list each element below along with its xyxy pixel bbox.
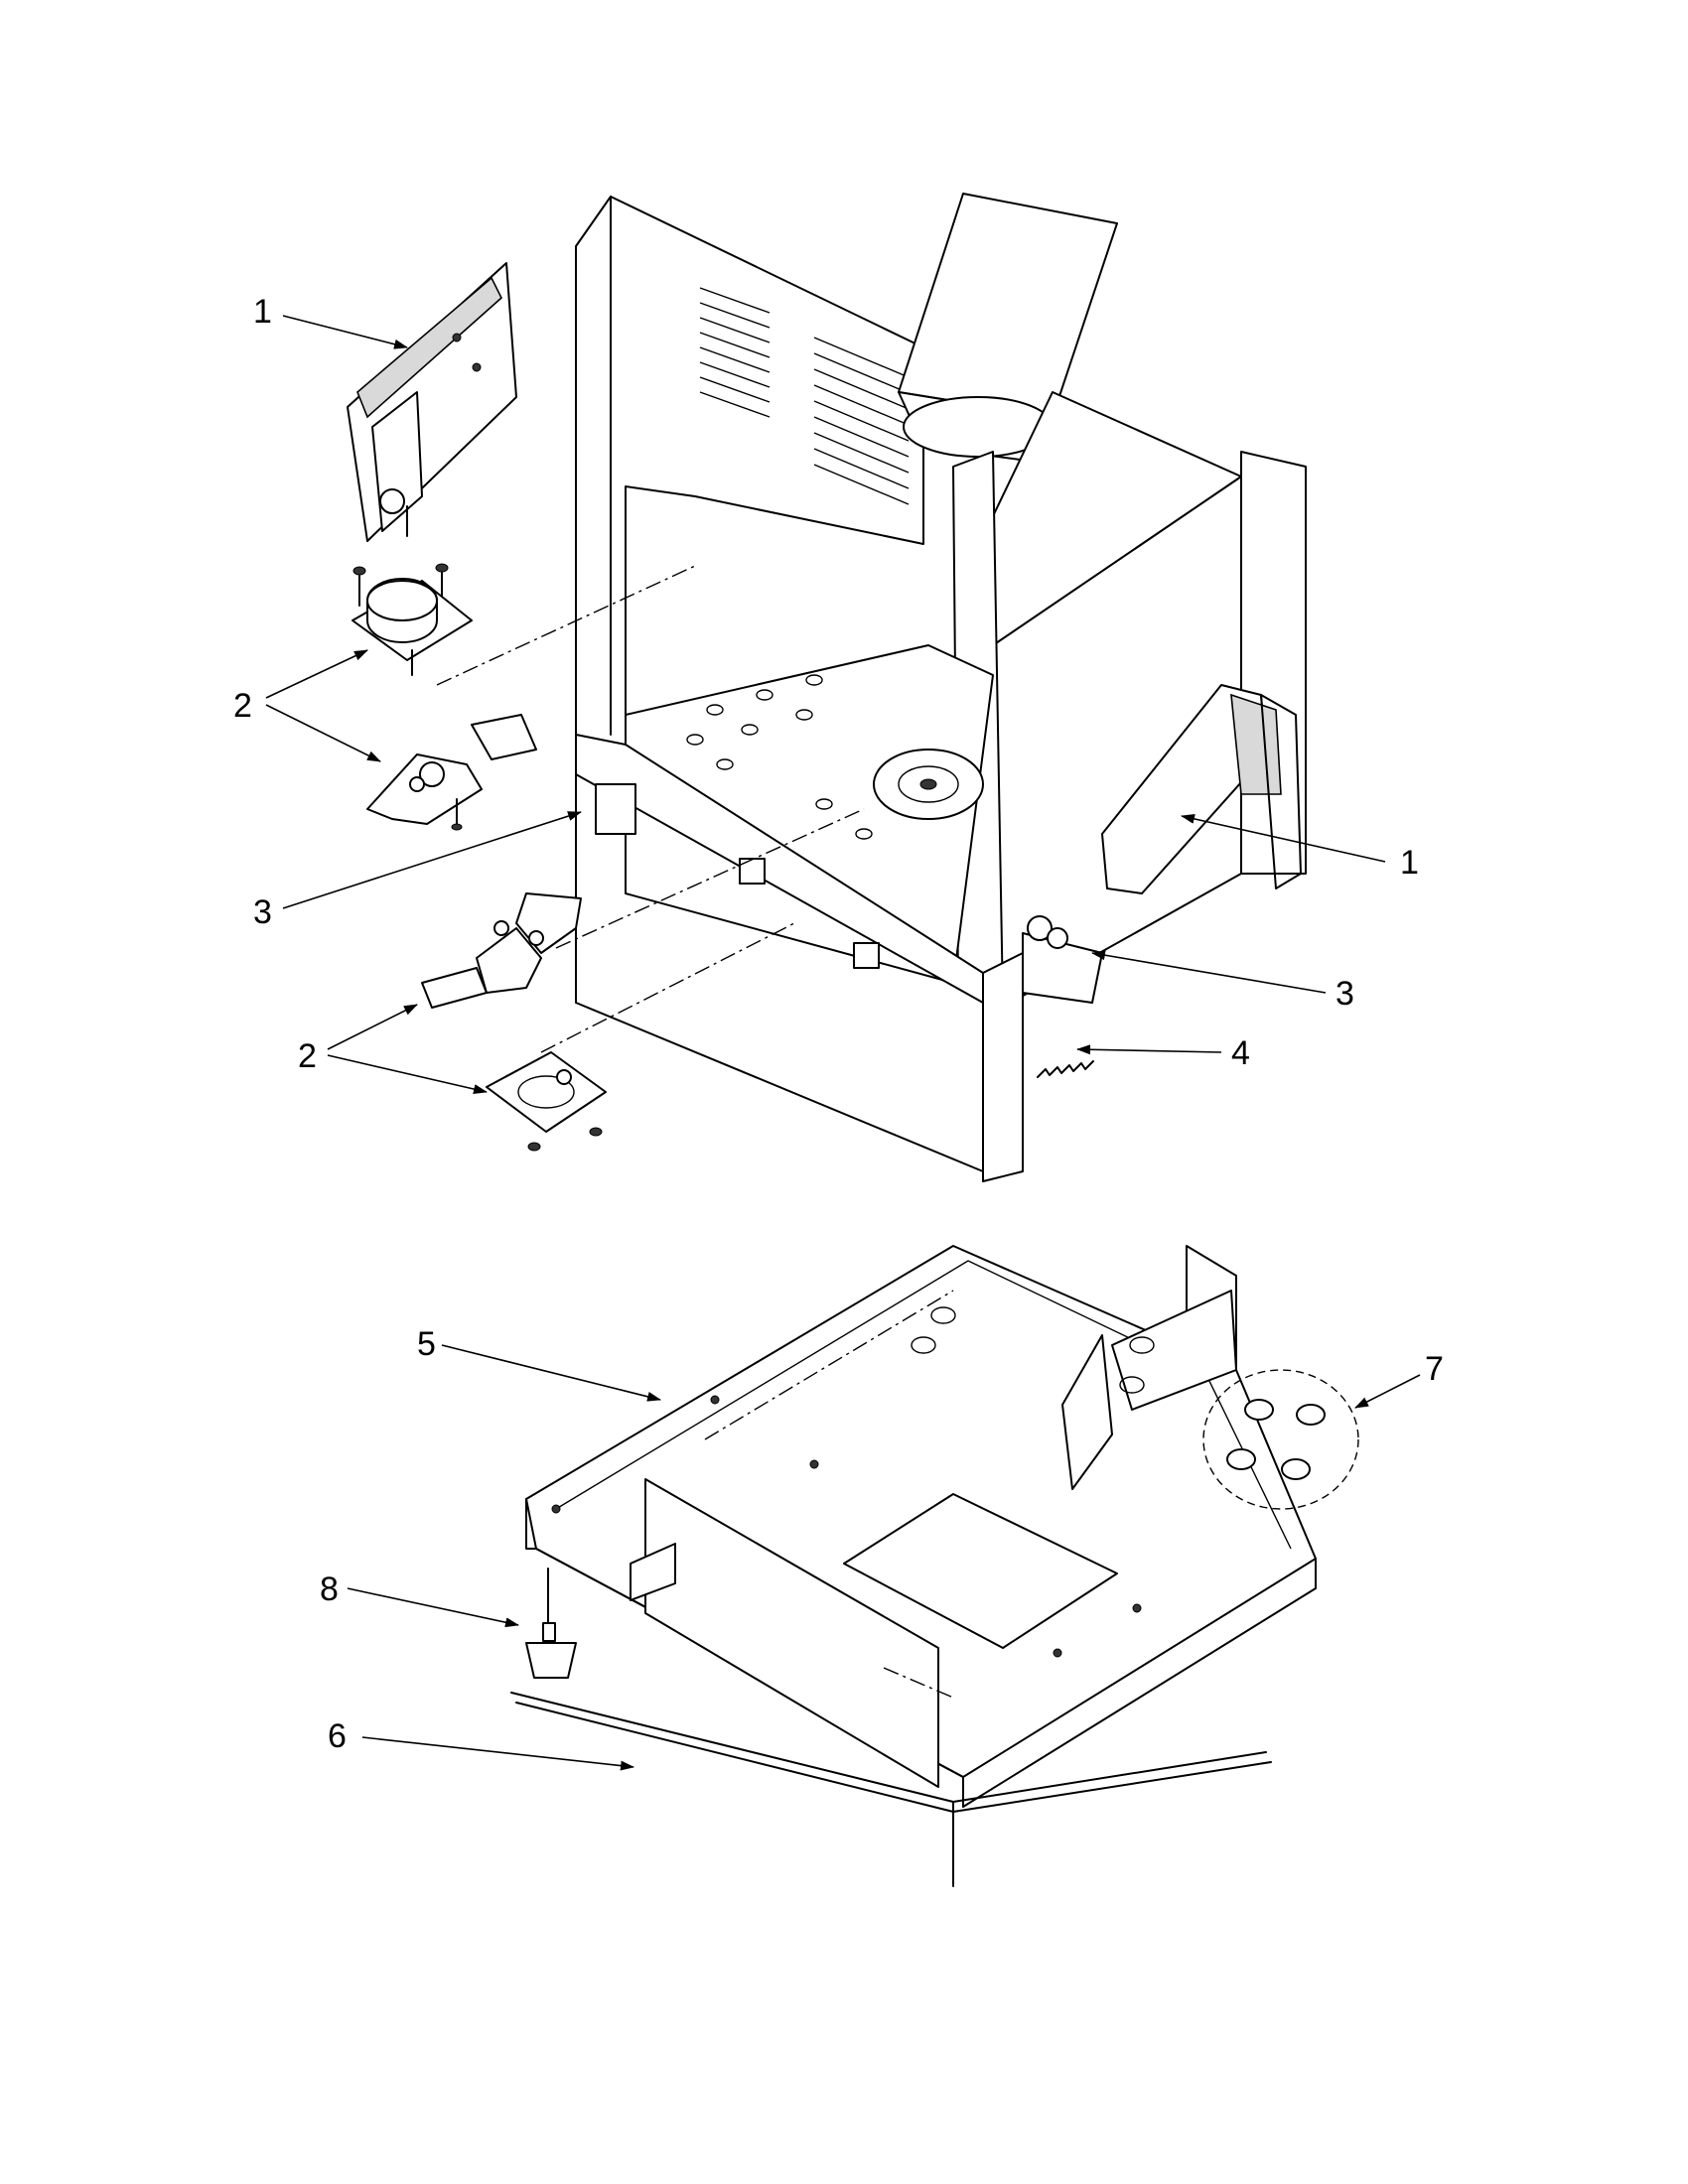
callout-6: 6 [328, 1717, 347, 1755]
leader-arrows [265, 315, 1421, 1771]
callout-3-right: 3 [1336, 975, 1354, 1013]
callout-2-lower: 2 [298, 1037, 317, 1075]
fan-motor-lower [486, 1051, 607, 1152]
callout-2-upper: 2 [233, 687, 252, 725]
door-hinge-assembly [347, 262, 517, 542]
spring [1037, 1060, 1094, 1078]
callout-4: 4 [1231, 1034, 1250, 1072]
callout-5: 5 [417, 1325, 436, 1363]
callout-7: 7 [1425, 1350, 1444, 1388]
callout-3-left: 3 [253, 893, 272, 931]
callout-1-left: 1 [253, 293, 272, 331]
fan-motor [352, 563, 473, 676]
floor-holes [686, 674, 873, 840]
callout-8: 8 [320, 1570, 339, 1608]
oven-cavity [575, 193, 1307, 1182]
nut-set [1202, 1369, 1359, 1510]
vent-slots [699, 287, 910, 505]
bottom-trim [510, 1692, 1272, 1887]
leveling-leg [525, 1568, 577, 1679]
assembly-lines [436, 565, 865, 1053]
fan-bracket-upper [366, 714, 537, 831]
fan-bracket-lower [421, 892, 582, 1009]
callout-1-right: 1 [1400, 844, 1419, 882]
base-pan [525, 1245, 1317, 1808]
door-hinge-right [1101, 684, 1302, 894]
